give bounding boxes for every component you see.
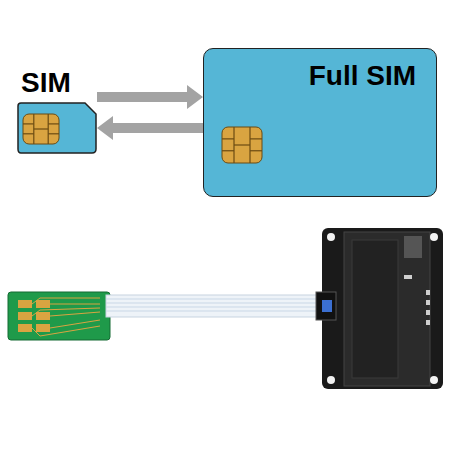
full-sim-card: Full SIM [203, 48, 437, 197]
cable-lines [106, 299, 322, 311]
card-title: Full SIM [309, 61, 416, 92]
contact-pads [18, 300, 50, 332]
pad-traces [32, 298, 100, 336]
socket-pins [404, 275, 430, 325]
flat-cable [106, 295, 322, 317]
conversion-arrow [97, 116, 203, 140]
sim-chip [222, 127, 262, 163]
mini-sim-outline [17, 102, 97, 154]
conversion-arrow [97, 85, 203, 109]
sim-chip [23, 114, 59, 144]
mini-sim-card: SIM [17, 68, 97, 154]
socket-slot [352, 240, 398, 378]
mount-holes [327, 233, 438, 384]
cable-connector [316, 292, 336, 320]
board-logo [404, 236, 422, 258]
chip-holder [220, 125, 280, 175]
adapter-board [322, 228, 443, 389]
connector-latch [322, 300, 332, 312]
flex-tail [8, 292, 110, 340]
card-heading: SIM [21, 68, 71, 99]
sim-socket [344, 232, 430, 386]
